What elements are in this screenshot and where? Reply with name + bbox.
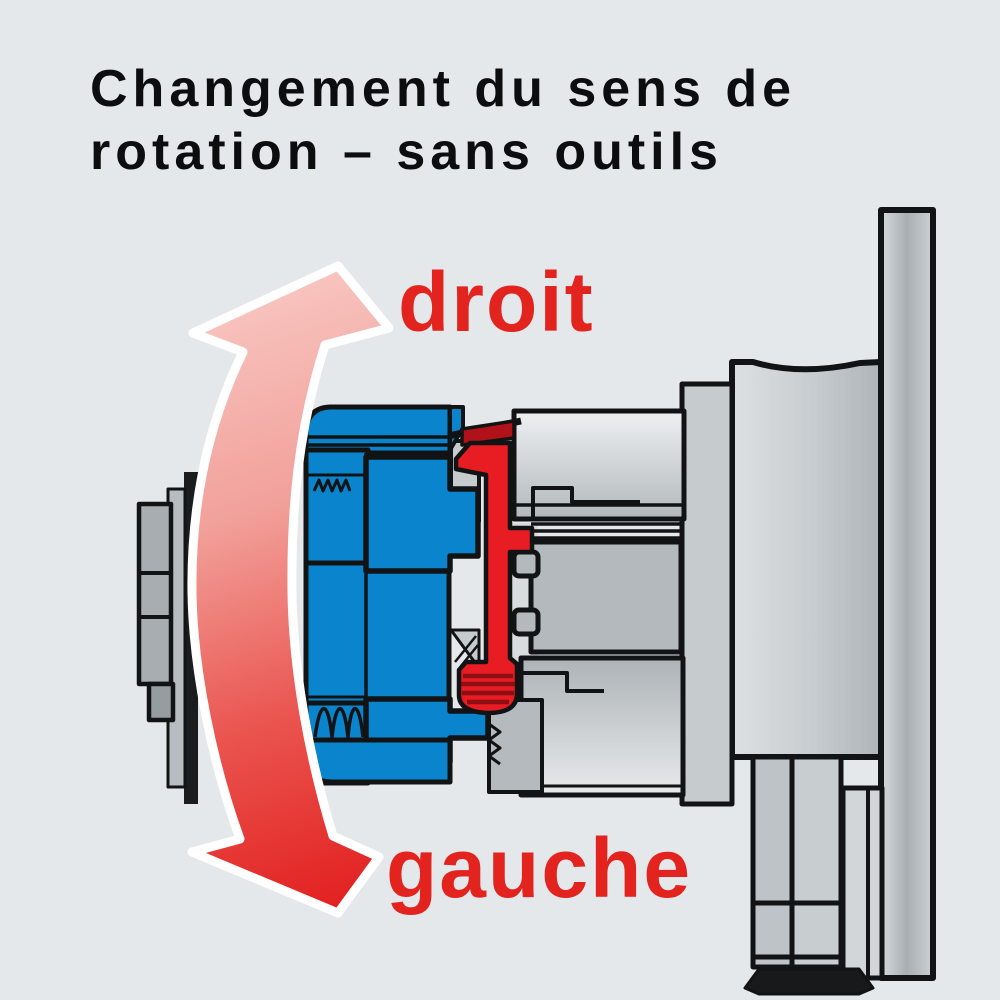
pin-cap bbox=[460, 419, 516, 447]
section-hatch bbox=[449, 628, 481, 670]
title-line-2: rotation – sans outils bbox=[90, 123, 723, 181]
housing-bottom-washer bbox=[743, 967, 875, 996]
slider-block-top bbox=[363, 454, 481, 574]
mode-selector-ring-blue bbox=[303, 404, 491, 786]
housing-lower-cylinder bbox=[518, 655, 686, 798]
pin-thread-ridges bbox=[461, 673, 515, 705]
gear-housing bbox=[449, 207, 936, 996]
housing-lower-columns bbox=[743, 754, 885, 996]
title-line-1: Changement du sens de bbox=[90, 60, 796, 118]
housing-upper-cylinder bbox=[511, 408, 687, 522]
spring-top-icon bbox=[312, 478, 352, 493]
housing-main-block bbox=[729, 359, 884, 760]
selector-pin-red bbox=[447, 417, 535, 716]
spring-bottom-icon bbox=[312, 706, 366, 741]
label-rotation-right: droit bbox=[398, 255, 595, 349]
housing-middle-block bbox=[508, 522, 684, 669]
label-rotation-left: gauche bbox=[386, 821, 693, 915]
housing-right-plate bbox=[878, 207, 936, 981]
rotation-direction-arrow-icon bbox=[187, 261, 394, 918]
